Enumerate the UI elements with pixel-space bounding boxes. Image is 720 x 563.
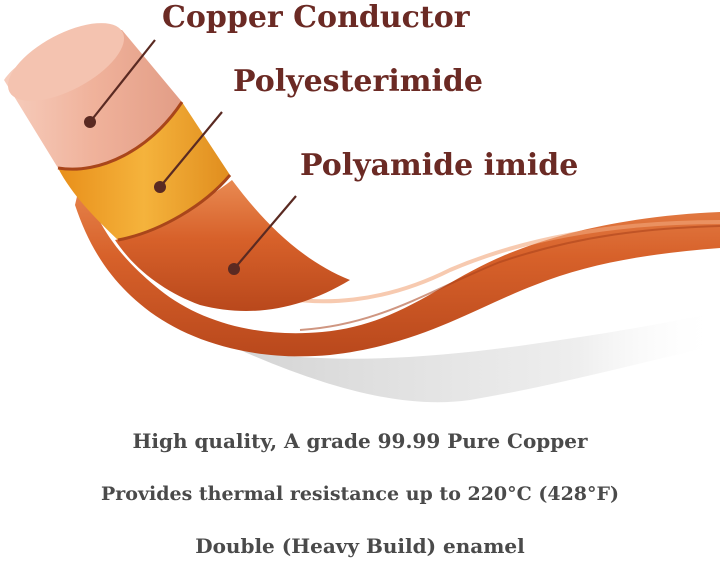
leader-line-polyesterimide xyxy=(159,111,223,188)
label-polyesterimide: Polyesterimide xyxy=(233,64,483,99)
polyesterimide-edge xyxy=(117,174,232,242)
label-polyamide-imide: Polyamide imide xyxy=(300,148,579,183)
leader-line-copper xyxy=(89,39,156,123)
polyamide-imide-coating xyxy=(75,175,720,357)
feature-thermal-resistance: Provides thermal resistance up to 220°C … xyxy=(100,483,620,505)
leader-dot-copper xyxy=(84,116,96,128)
wire-highlight xyxy=(249,220,720,304)
leader-dot-polyamide xyxy=(228,263,240,275)
polyesterimide-coating xyxy=(58,102,230,240)
feature-enamel-build: Double (Heavy Build) enamel xyxy=(195,534,525,558)
feature-purity: High quality, A grade 99.99 Pure Copper xyxy=(132,429,588,453)
copper-core-end-face xyxy=(7,23,125,101)
wire-shadow xyxy=(240,312,720,403)
label-copper-conductor: Copper Conductor xyxy=(162,0,470,35)
leader-dot-polyesterimide xyxy=(154,181,166,193)
wire-groove xyxy=(299,225,720,331)
copper-edge xyxy=(57,101,184,171)
leader-line-polyamide xyxy=(233,195,297,270)
polyamide-imide-bend xyxy=(115,180,350,312)
